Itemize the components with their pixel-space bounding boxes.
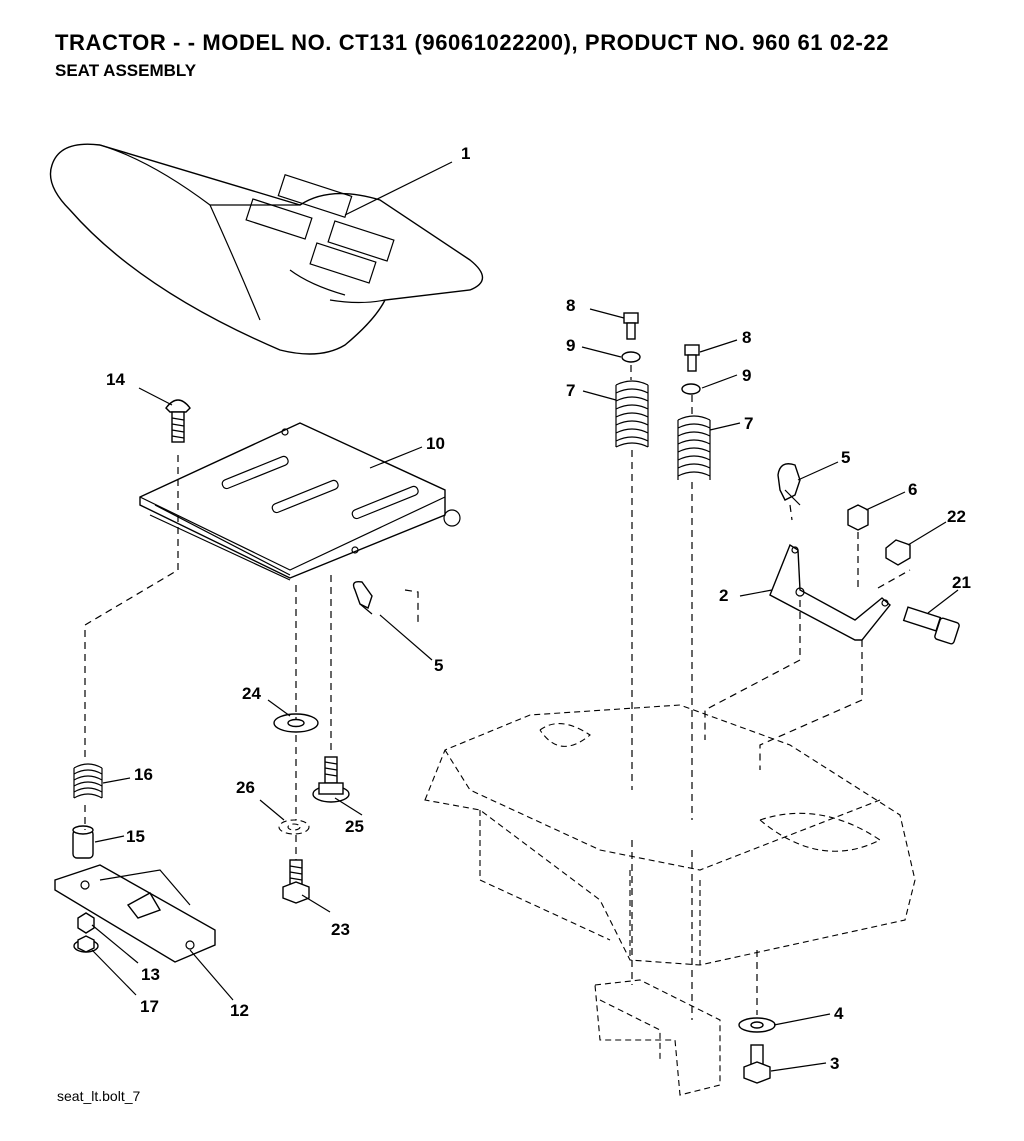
callout-12: 12: [230, 1001, 249, 1020]
spring-left: [615, 380, 649, 448]
hex-bolt-right: [684, 344, 700, 372]
callout-24: 24: [242, 684, 261, 703]
page-subtitle: SEAT ASSEMBLY: [55, 61, 197, 80]
callout-10: 10: [426, 434, 445, 453]
carriage-bolt: [165, 399, 191, 443]
callout-21: 21: [952, 573, 971, 592]
callout-17: 17: [140, 997, 159, 1016]
page-title: TRACTOR - - MODEL NO. CT131 (96061022200…: [55, 30, 890, 55]
hex-bolt: [282, 859, 310, 904]
seat-pan: [139, 422, 461, 581]
callout-7-left: 7: [566, 381, 575, 400]
callout-25: 25: [345, 817, 364, 836]
callout-23: 23: [331, 920, 350, 939]
spring-clip-right: [777, 463, 801, 506]
locknut: [77, 912, 95, 934]
callout-26: 26: [236, 778, 255, 797]
shoulder-bolt-right: [902, 606, 960, 645]
washer-bottom: [738, 1017, 776, 1033]
leader-lines: [91, 161, 959, 1072]
callout-22: 22: [947, 507, 966, 526]
callout-16: 16: [134, 765, 153, 784]
callout-7-right: 7: [744, 414, 753, 433]
shoulder-bolt: [312, 756, 350, 803]
seat-bracket: [769, 543, 891, 641]
callout-9-left: 9: [566, 336, 575, 355]
callout-15: 15: [126, 827, 145, 846]
lock-nut: [847, 504, 869, 531]
callout-2: 2: [719, 586, 728, 605]
washer-right: [681, 383, 701, 395]
callout-8-left: 8: [566, 296, 575, 315]
spring-right: [677, 415, 711, 480]
bolt-bottom: [743, 1044, 771, 1084]
callout-9-right: 9: [742, 366, 751, 385]
fender-outline: [424, 704, 916, 1096]
flange-nut: [73, 935, 99, 953]
hex-nut: [885, 539, 911, 566]
spring-clip: [352, 580, 373, 615]
callout-1: 1: [461, 144, 470, 163]
seat-cushion: [49, 143, 484, 355]
callout-3: 3: [830, 1054, 839, 1073]
flat-washer: [273, 713, 319, 733]
callout-labels: 1 14 10 5 24 16 26 25 15 23 13 12 17 8 9…: [106, 144, 971, 1073]
washer-left: [621, 351, 641, 363]
slide-bracket: [54, 864, 216, 963]
callout-8-right: 8: [742, 328, 751, 347]
callout-6: 6: [908, 480, 917, 499]
lock-washer: [278, 819, 310, 835]
bushing: [72, 825, 94, 859]
callout-13: 13: [141, 965, 160, 984]
drawing-id: seat_lt.bolt_7: [57, 1088, 141, 1104]
callout-5: 5: [434, 656, 443, 675]
callout-4: 4: [834, 1004, 844, 1023]
callout-14: 14: [106, 370, 125, 389]
assembly-lines: [84, 365, 911, 1020]
callout-5-right: 5: [841, 448, 850, 467]
spring: [73, 763, 103, 799]
hex-bolt-left: [623, 312, 639, 340]
